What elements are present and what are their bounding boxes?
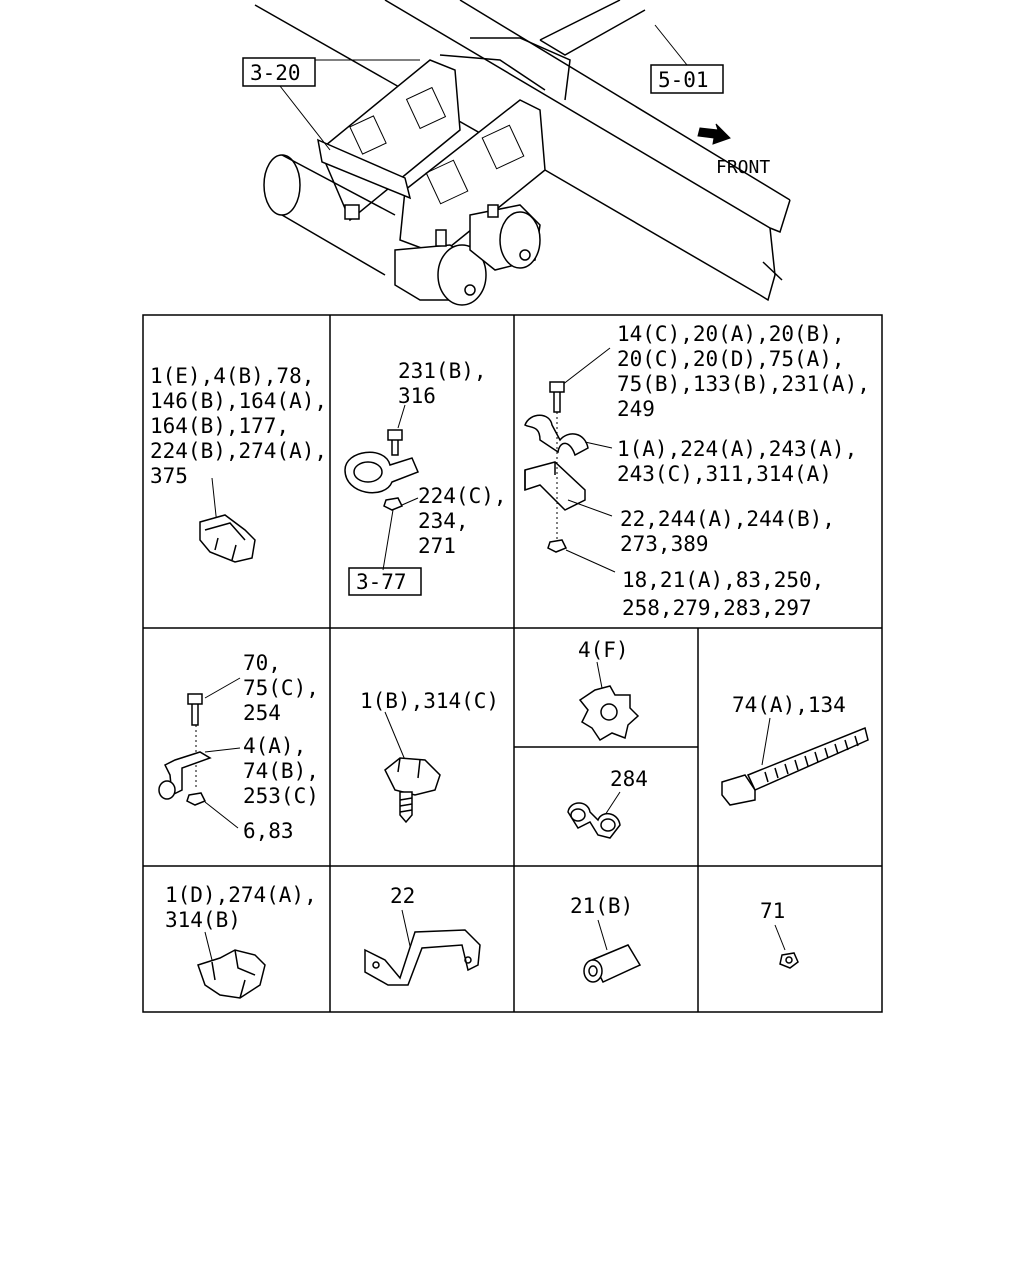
bracket-icon [158, 751, 212, 800]
cell-4-label-a: 70, 75(C), 254 [243, 651, 332, 725]
cell-nut-71: 71 [760, 899, 799, 969]
cell-12-label: 71 [760, 899, 785, 923]
cell-6-label: 4(F) [578, 638, 629, 662]
nut-icon [186, 792, 207, 806]
parts-grid [142, 314, 883, 1013]
clip-icon [197, 949, 266, 999]
cell-bracket-70: 70, 75(C), 254 4(A), 74(B), 253(C) 6,83 [158, 651, 332, 843]
ref-3-20: 3-20 [250, 61, 301, 85]
grommet-icon [578, 685, 640, 742]
cell-clip-1b: 1(B),314(C) [360, 689, 499, 824]
ref-5-01: 5-01 [658, 68, 709, 92]
cell-2-bottom-label: 224(C), 234, 271 [418, 484, 519, 558]
bolt-icon [549, 381, 565, 413]
cell-8-label: 74(A),134 [732, 693, 846, 717]
cell-bracket-assembly: 14(C),20(A),20(B), 20(C),20(D),75(A), 75… [524, 322, 883, 620]
cell-5-label: 1(B),314(C) [360, 689, 499, 713]
cell-1-label: 1(E),4(B),78, 146(B),164(A), 164(B),177,… [150, 364, 340, 488]
bolt-icon [187, 693, 203, 726]
cell-3-label-c: 22,244(A),244(B), 273,389 [620, 507, 848, 556]
cell-clip-1d: 1(D),274(A), 314(B) [165, 883, 329, 999]
front-label: FRONT [716, 157, 770, 178]
cell-9-label: 1(D),274(A), 314(B) [165, 883, 329, 932]
cell-bracket-22: 22 [364, 884, 481, 986]
ref-box-3-77 [348, 567, 422, 596]
cable-tie-icon [721, 726, 869, 806]
clip-icon [524, 414, 589, 457]
cell-spacer-21b: 21(B) [570, 894, 642, 983]
cell-10-label: 22 [390, 884, 415, 908]
cell-grommet-4f: 4(F) [578, 638, 640, 742]
double-clip-icon [567, 802, 621, 839]
ref-box-3-20 [242, 57, 316, 87]
cell-clamp-231b: 231(B), 316 224(C), 234, 271 3-77 [344, 359, 519, 596]
nut-icon [779, 952, 799, 969]
cell-4-label-b: 4(A), 74(B), 253(C) [243, 734, 332, 808]
cell-7-label: 284 [610, 767, 648, 791]
clamp-icon [344, 451, 419, 494]
cell-3-label-b: 1(A),224(A),243(A), 243(C),311,314(A) [617, 437, 870, 486]
nut-icon [547, 539, 568, 553]
front-arrow-icon [697, 123, 731, 145]
bracket-icon [524, 461, 586, 511]
cell-3-label-d: 18,21(A),83,250, 258,279,283,297 [622, 568, 837, 620]
nut-icon [383, 497, 404, 511]
push-clip-icon [384, 757, 441, 824]
cell-2-top-label: 231(B), 316 [398, 359, 499, 408]
clip-icon [199, 514, 256, 563]
air-tank-illustration [263, 154, 541, 306]
cell-3-label-a: 14(C),20(A),20(B), 20(C),20(D),75(A), 75… [617, 322, 883, 421]
cell-cable-tie-74a: 74(A),134 [721, 693, 869, 806]
bolt-icon [387, 429, 403, 456]
ref-3-77: 3-77 [356, 570, 407, 594]
spacer-icon [583, 944, 642, 983]
bracket-icon [364, 929, 481, 986]
cell-11-label: 21(B) [570, 894, 633, 918]
cell-clip-284: 284 [567, 767, 648, 839]
cell-4-label-c: 6,83 [243, 819, 294, 843]
cell-clip-1e: 1(E),4(B),78, 146(B),164(A), 164(B),177,… [150, 364, 340, 563]
